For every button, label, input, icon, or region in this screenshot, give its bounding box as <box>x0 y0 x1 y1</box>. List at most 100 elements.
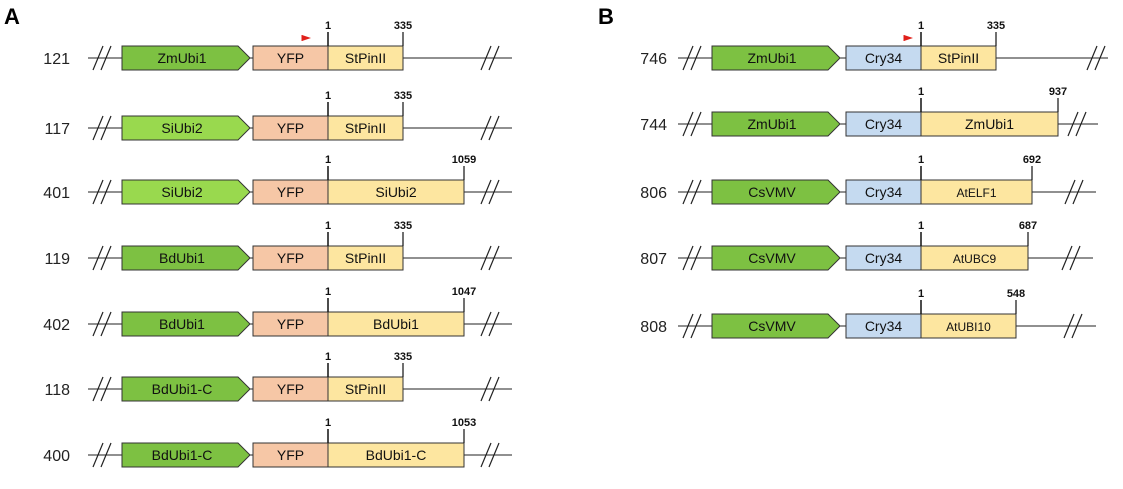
break-mark-left <box>682 313 694 339</box>
end-position-label: 937 <box>1049 86 1067 98</box>
construct-id-label: 118 <box>44 382 70 399</box>
cds-label: Cry34 <box>865 184 903 200</box>
construct-id-label: 401 <box>43 185 70 202</box>
cds-label: Cry34 <box>865 116 903 132</box>
terminator-label: BdUbi1 <box>373 316 419 332</box>
construct-id-label: 807 <box>640 251 667 268</box>
cds-box <box>845 245 922 271</box>
break-mark-left <box>682 179 694 205</box>
cds-box <box>252 179 329 205</box>
terminator-label: AtELF1 <box>956 186 996 200</box>
break-mark-right <box>480 179 492 205</box>
break-mark-left <box>100 245 112 271</box>
break-mark-left <box>100 311 112 337</box>
break-mark-left <box>92 376 104 402</box>
terminator-box <box>327 245 404 271</box>
promoter-arrow <box>711 179 841 205</box>
construct-id-label: 808 <box>640 319 667 336</box>
end-position-label: 335 <box>394 220 412 232</box>
promoter-arrow <box>121 245 251 271</box>
promoter-arrow <box>121 45 251 71</box>
break-mark-right <box>488 442 500 468</box>
construct-id-label: 119 <box>44 251 70 268</box>
break-mark-right <box>1086 45 1098 71</box>
promoter-arrow <box>711 245 841 271</box>
end-position-label: 1059 <box>452 154 476 166</box>
end-position-label: 335 <box>394 20 412 32</box>
terminator-label: StPinII <box>345 50 386 66</box>
break-mark-right <box>1071 313 1083 339</box>
construct-id-label: 744 <box>640 117 667 134</box>
start-position-label: 1 <box>918 288 924 300</box>
construct-id-label: 121 <box>43 51 70 68</box>
terminator-label: StPinII <box>345 250 386 266</box>
break-mark-right <box>1072 179 1084 205</box>
break-mark-left <box>682 45 694 71</box>
start-position-label: 1 <box>325 286 331 298</box>
promoter-label: CsVMV <box>748 250 796 266</box>
break-mark-right <box>480 115 492 141</box>
break-mark-left <box>100 45 112 71</box>
construct-id-label: 806 <box>640 185 667 202</box>
break-mark-left <box>690 45 702 71</box>
break-mark-left <box>682 111 694 137</box>
cds-box <box>252 442 329 468</box>
terminator-box <box>920 245 1029 271</box>
terminator-label: StPinII <box>345 381 386 397</box>
terminator-label: BdUbi1-C <box>366 447 427 463</box>
break-mark-right <box>488 311 500 337</box>
construct-id-label: 402 <box>43 317 70 334</box>
promoter-arrow <box>711 111 841 137</box>
promoter-arrow <box>121 179 251 205</box>
break-mark-left <box>92 442 104 468</box>
terminator-label: ZmUbi1 <box>965 116 1014 132</box>
terminator-box <box>920 111 1059 137</box>
start-position-label: 1 <box>918 86 924 98</box>
cds-label: Cry34 <box>865 50 903 66</box>
end-position-label: 335 <box>394 90 412 102</box>
promoter-arrow <box>711 45 841 71</box>
construct-id-label: 117 <box>44 121 70 138</box>
promoter-label: SiUbi2 <box>161 184 202 200</box>
break-mark-left <box>682 245 694 271</box>
promoter-label: SiUbi2 <box>161 120 202 136</box>
terminator-box <box>327 179 465 205</box>
end-position-label: 1047 <box>452 286 476 298</box>
break-mark-right <box>488 376 500 402</box>
break-mark-left <box>100 179 112 205</box>
terminator-label: SiUbi2 <box>375 184 416 200</box>
break-mark-right <box>480 311 492 337</box>
panel-letter-a: A <box>4 4 20 29</box>
terminator-box <box>327 115 404 141</box>
end-position-label: 548 <box>1007 288 1025 300</box>
cds-label: YFP <box>277 316 304 332</box>
break-mark-left <box>92 115 104 141</box>
break-mark-right <box>480 45 492 71</box>
terminator-label: StPinII <box>345 120 386 136</box>
break-mark-left <box>690 245 702 271</box>
break-mark-right <box>480 442 492 468</box>
promoter-arrow <box>121 311 251 337</box>
marker-flag-icon <box>302 35 311 41</box>
terminator-box <box>327 311 465 337</box>
break-mark-left <box>100 442 112 468</box>
start-position-label: 1 <box>325 90 331 102</box>
construct-id-label: 400 <box>43 448 70 465</box>
break-mark-left <box>100 115 112 141</box>
break-mark-left <box>690 111 702 137</box>
end-position-label: 687 <box>1019 220 1037 232</box>
promoter-arrow <box>711 313 841 339</box>
promoter-label: BdUbi1 <box>159 250 205 266</box>
cds-label: YFP <box>277 50 304 66</box>
end-position-label: 335 <box>987 20 1005 32</box>
terminator-label: StPinII <box>938 50 979 66</box>
cds-box <box>252 311 329 337</box>
cds-box <box>252 376 329 402</box>
cds-box <box>252 245 329 271</box>
terminator-box <box>327 376 404 402</box>
break-mark-right <box>1064 179 1076 205</box>
break-mark-right <box>480 376 492 402</box>
start-position-label: 1 <box>325 351 331 363</box>
terminator-label: AtUBC9 <box>953 252 997 266</box>
